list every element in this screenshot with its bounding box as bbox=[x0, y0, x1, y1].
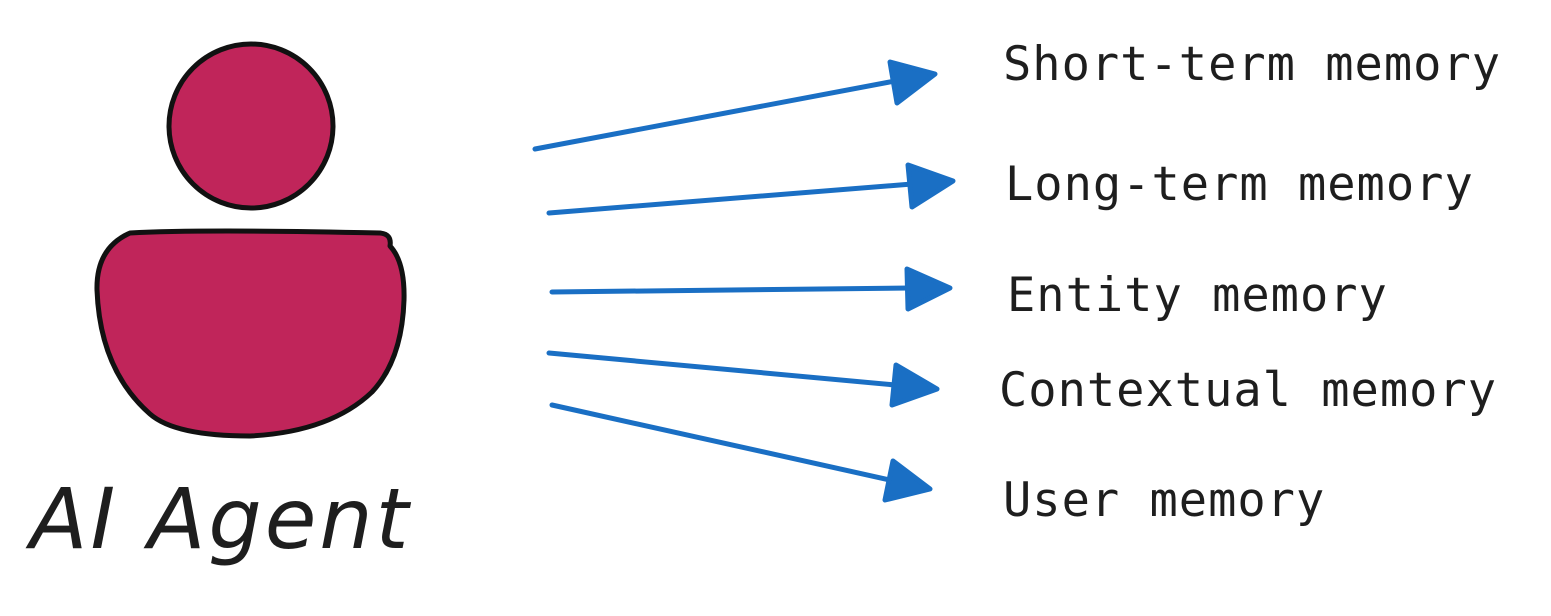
memory-label-user: User memory bbox=[1003, 473, 1325, 528]
memory-label-short-term: Short-term memory bbox=[1003, 37, 1501, 92]
person-head bbox=[166, 41, 336, 211]
agent-label: AI Agent bbox=[25, 470, 412, 568]
memory-label-entity: Entity memory bbox=[1007, 268, 1388, 323]
person-icon bbox=[94, 41, 407, 439]
arrow-contextual bbox=[546, 350, 940, 408]
arrow-user bbox=[549, 402, 933, 503]
memory-labels: Short-term memory Long-term memory Entit… bbox=[999, 37, 1501, 528]
arrows bbox=[532, 59, 956, 503]
arrow-long-term bbox=[546, 162, 956, 216]
person-body bbox=[94, 228, 407, 439]
arrow-short-term bbox=[532, 59, 938, 152]
memory-label-long-term: Long-term memory bbox=[1005, 157, 1474, 212]
arrow-entity bbox=[549, 266, 953, 312]
memory-label-contextual: Contextual memory bbox=[999, 363, 1497, 418]
